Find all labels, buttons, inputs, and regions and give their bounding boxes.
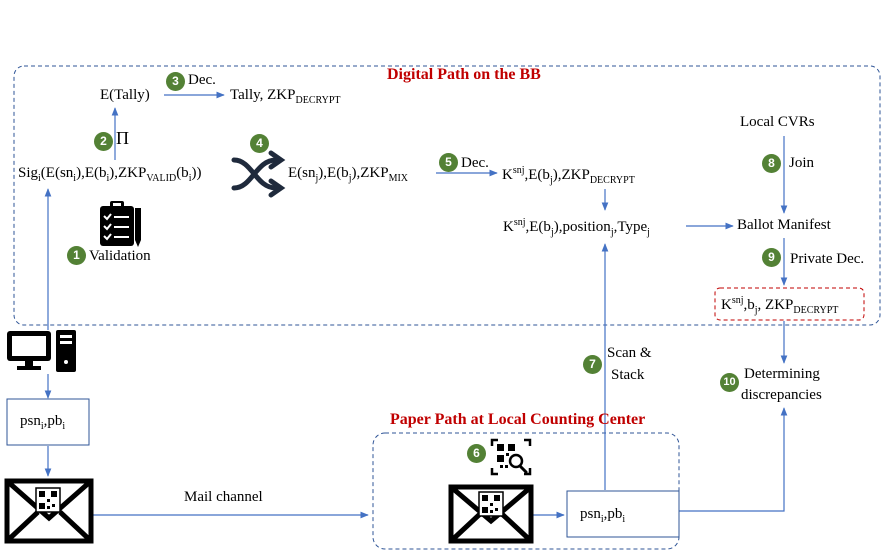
determining-label: Determining [744,366,820,382]
paper-receipt-box [566,490,680,538]
step-5: 5 [439,153,458,172]
paper-path-title: Paper Path at Local Counting Center [390,411,646,428]
qr-scan-icon [490,438,532,476]
step-7: 7 [583,355,602,374]
receipt-box [6,398,90,446]
arrow-paper-to-discrepancies [679,407,788,512]
dec-label: Dec. [461,155,489,171]
clipboard-icon [100,201,141,247]
pi-label: Π [116,128,129,148]
private-dec-label: Private Dec. [790,251,865,267]
mixed-ballot-label: E(snj),E(bj),ZKPMIX [288,165,409,184]
digital-path-title: Digital Path on the BB [387,66,541,83]
step-8: 8 [762,154,781,173]
private-result-label: Ksnj,bj, ZKPDECRYPT [721,295,839,316]
discrepancies-label: discrepancies [741,387,822,403]
stack-label: Stack [611,367,645,383]
tally-zkp-label: Tally, ZKPDECRYPT [230,87,341,106]
signed-ballot-label: Sigi(E(sni),E(bi),ZKPVALID(bi)) [18,165,202,184]
step-10: 10 [720,373,739,392]
envelope-icon [4,478,94,544]
manifest-entry-label: Ksnj,E(bj),positionj,Typej [503,217,650,238]
step-6: 6 [467,444,486,463]
shuffle-icon [231,150,286,198]
digital-path-region [13,65,881,326]
step-3: 3 [166,72,185,91]
receipt-label: psni,pbi [20,413,66,432]
scan-label: Scan & [607,345,652,361]
decrypted-ballot-label: Ksnj,E(bj),ZKPDECRYPT [502,165,635,186]
private-result-box [714,287,865,321]
dec-label: Dec. [188,72,216,88]
encrypted-tally-label: E(Tally) [100,87,150,103]
ballot-manifest-label: Ballot Manifest [737,217,831,233]
step-1: 1 [67,246,86,265]
step-4: 4 [250,134,269,153]
envelope-icon [448,484,534,544]
step-2: 2 [94,132,113,151]
validation-label: Validation [89,248,151,264]
local-cvrs-label: Local CVRs [740,114,815,130]
mail-channel-label: Mail channel [184,489,263,505]
join-label: Join [789,155,815,171]
paper-receipt-label: psni,pbi [580,506,626,525]
step-9: 9 [762,248,781,267]
computer-icon [7,330,76,372]
